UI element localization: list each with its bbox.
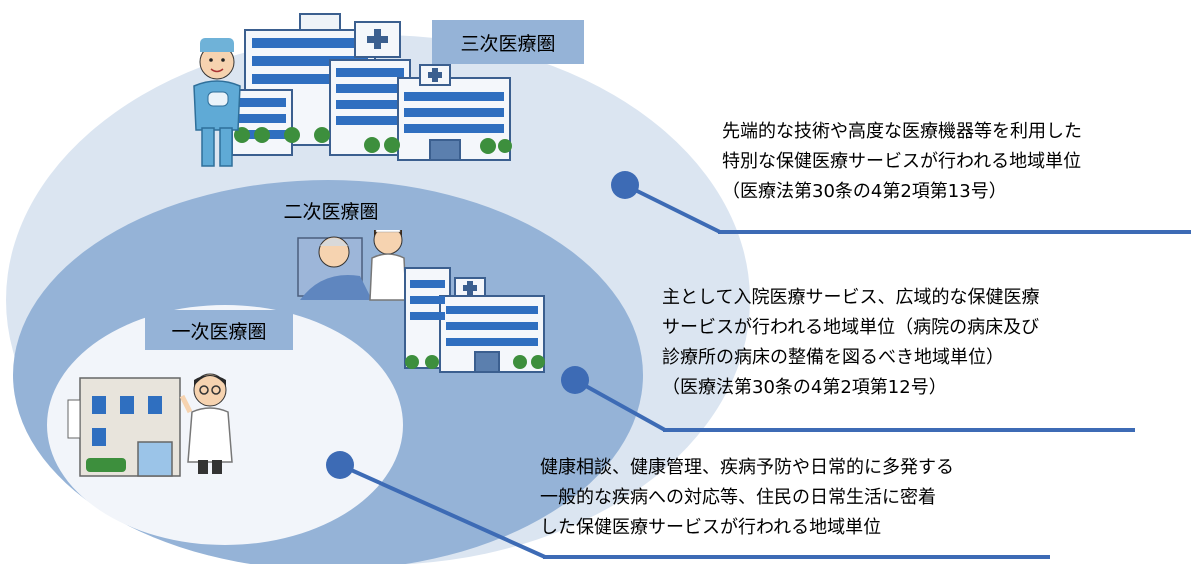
primary-connector-dot	[326, 451, 354, 479]
secondary-description-line: （医療法第30条の4第2項第12号）	[662, 377, 947, 398]
tertiary-connector	[611, 171, 1191, 234]
tertiary-description-line: 特別な保健医療サービスが行われる地域単位	[722, 151, 1082, 172]
secondary-description: 主として入院医療サービス、広域的な保健医療 サービスが行われる地域単位（病院の病…	[662, 283, 1039, 403]
primary-connector	[326, 451, 1050, 559]
secondary-description-line: 診療所の病床の整備を図るべき地域単位）	[662, 347, 1004, 368]
primary-area-label: 一次医療圏	[145, 310, 293, 350]
primary-description-line: 一般的な疾病への対応等、住民の日常生活に密着	[540, 487, 936, 508]
hospital-with-patient-and-nurse-icon	[297, 225, 545, 373]
tertiary-connector-dot	[611, 171, 639, 199]
primary-description-line: した保健医療サービスが行われる地域単位	[540, 517, 882, 538]
tertiary-description-line: （医療法第30条の4第2項第13号）	[722, 181, 1007, 202]
primary-description-line: 健康相談、健康管理、疾病予防や日常的に多発する	[540, 457, 954, 478]
tertiary-area-label: 三次医療圏	[432, 20, 584, 64]
secondary-description-line: サービスが行われる地域単位（病院の病床及び	[662, 317, 1040, 338]
secondary-description-line: 主として入院医療サービス、広域的な保健医療	[662, 287, 1040, 308]
tertiary-description-line: 先端的な技術や高度な医療機器等を利用した	[722, 121, 1082, 142]
hospital-complex-with-surgeon-icon	[193, 13, 512, 167]
primary-description: 健康相談、健康管理、疾病予防や日常的に多発する 一般的な疾病への対応等、住民の日…	[540, 453, 954, 543]
secondary-area-label: 二次医療圏	[255, 190, 407, 230]
clinic-with-doctor-icon	[67, 373, 233, 477]
secondary-connector	[561, 366, 1135, 432]
secondary-connector-dot	[561, 366, 589, 394]
tertiary-description: 先端的な技術や高度な医療機器等を利用した 特別な保健医療サービスが行われる地域単…	[722, 117, 1082, 207]
